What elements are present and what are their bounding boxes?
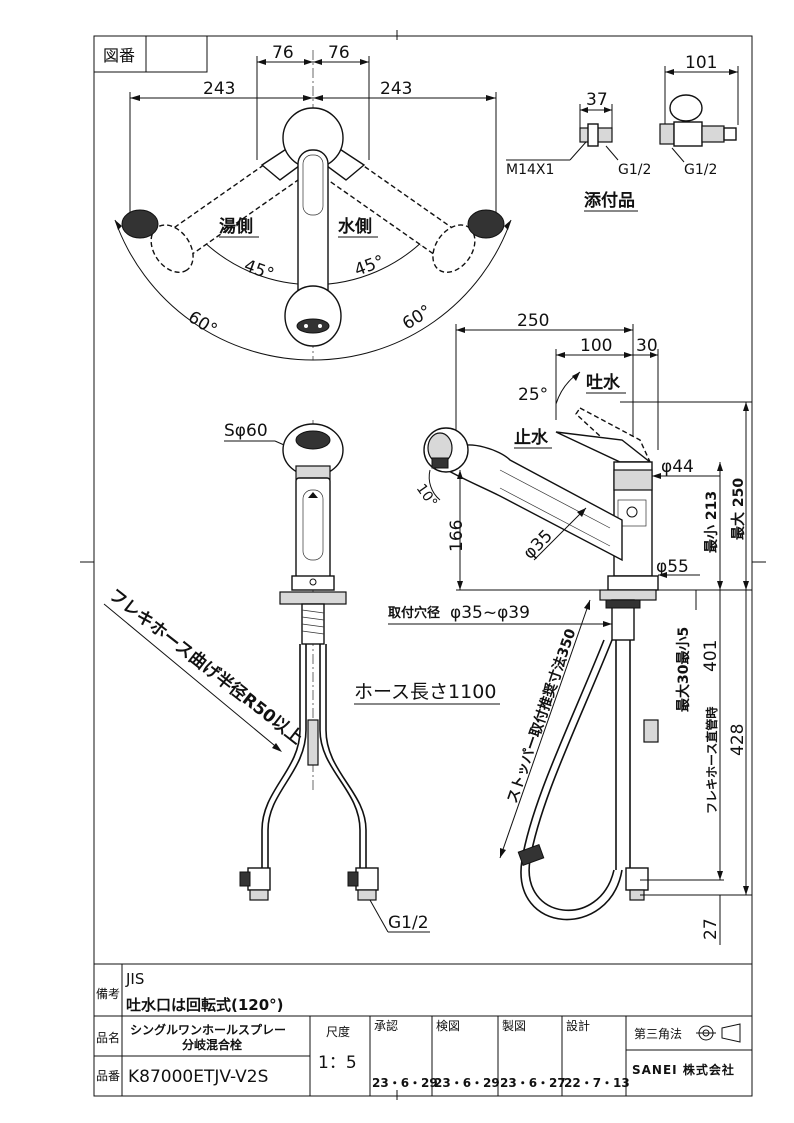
phi35: φ35 bbox=[519, 526, 556, 563]
approval-label: 承認 bbox=[374, 1018, 398, 1033]
hot-side-label: 湯側 bbox=[219, 216, 253, 237]
projection-label: 第三角法 bbox=[634, 1027, 682, 1041]
approval-date: 23・6・29 bbox=[372, 1076, 438, 1090]
dim-243-right: 243 bbox=[380, 79, 412, 99]
drawing-number-label: 図番 bbox=[103, 46, 135, 65]
product-name-line2: 分岐混合栓 bbox=[182, 1037, 242, 1052]
mount-hole-value: φ35~φ39 bbox=[450, 603, 530, 623]
mount-hole-label: 取付穴径 bbox=[388, 605, 440, 621]
stopper-label: ストッパー取付推奨寸法350 bbox=[504, 626, 580, 805]
part-number: K87000ETJV-V2S bbox=[128, 1067, 268, 1087]
angle-60-right: 60° bbox=[399, 301, 435, 334]
sheet-border bbox=[93, 35, 753, 1097]
remarks-label: 備考 bbox=[96, 986, 120, 1001]
dim-243-left: 243 bbox=[203, 79, 235, 99]
dim-76-right: 76 bbox=[328, 43, 350, 63]
max30-min5: 最大30最小5 bbox=[675, 627, 692, 712]
third-angle-projection-icon bbox=[696, 1023, 741, 1043]
dim-428: 428 bbox=[728, 724, 748, 756]
remarks-line2: 吐水口は回転式(120°) bbox=[126, 996, 284, 1014]
scale-label: 尺度 bbox=[326, 1024, 350, 1039]
angle-25: 25° bbox=[518, 385, 548, 405]
phi44: φ44 bbox=[661, 457, 694, 477]
max-250: 最大 250 bbox=[730, 478, 747, 540]
angle-45-right: 45° bbox=[352, 252, 387, 281]
name-label: 品名 bbox=[96, 1030, 120, 1045]
scale-value: 1：5 bbox=[318, 1053, 357, 1073]
drafting-label: 製図 bbox=[502, 1019, 526, 1033]
remarks-line1: JIS bbox=[125, 970, 144, 988]
angle-10: 10° bbox=[413, 481, 440, 511]
min-213: 最小 213 bbox=[703, 491, 720, 553]
title-block: 備考 JIS 吐水口は回転式(120°) 品名 シングルワンホールスプレー 分岐… bbox=[94, 963, 752, 1096]
company-name: SANEI 株式会社 bbox=[632, 1062, 735, 1077]
flex-bend-label: フレキホース曲げ半径R50以上 bbox=[105, 584, 307, 748]
accessories-title: 添付品 bbox=[584, 190, 635, 211]
sphere-label: Sφ60 bbox=[224, 421, 268, 441]
stop-label: 止水 bbox=[514, 427, 549, 448]
top-view: 243 243 76 76 45° 45° 60° 60° bbox=[114, 43, 512, 361]
hose-length-label: ホース長さ1100 bbox=[354, 681, 496, 703]
cold-side-label: 水側 bbox=[338, 216, 372, 237]
product-name-line1: シングルワンホールスプレー bbox=[130, 1022, 286, 1037]
inspection-date: 23・6・29 bbox=[434, 1076, 500, 1090]
dim-250-top: 250 bbox=[517, 311, 549, 331]
dim-401: 401 bbox=[701, 640, 721, 672]
dim-100: 100 bbox=[580, 336, 612, 356]
dim-37: 37 bbox=[586, 90, 608, 110]
dim-76-left: 76 bbox=[272, 43, 294, 63]
dim-101: 101 bbox=[685, 53, 717, 73]
dim-30: 30 bbox=[636, 336, 658, 356]
thread-g12-b: G1/2 bbox=[684, 162, 717, 178]
front-view: Sφ60 G1/2 フ bbox=[103, 420, 500, 933]
phi55: φ55 bbox=[656, 557, 689, 577]
drafting-date: 23・6・27 bbox=[500, 1076, 566, 1090]
part-label: 品番 bbox=[96, 1069, 120, 1083]
inspection-label: 検図 bbox=[436, 1019, 460, 1033]
flex-direct-label: フレキホース直管時 bbox=[704, 707, 719, 814]
discharge-label: 吐水 bbox=[586, 372, 621, 393]
drawing-number-box bbox=[93, 35, 208, 73]
dim-166: 166 bbox=[447, 520, 467, 552]
thread-g12-a: G1/2 bbox=[618, 162, 651, 178]
design-date: 22・7・13 bbox=[564, 1076, 630, 1090]
dim-27: 27 bbox=[701, 918, 721, 940]
g12-label: G1/2 bbox=[388, 913, 429, 933]
side-view: 250 100 30 25° 吐水 止水 10° bbox=[388, 311, 752, 945]
angle-45-left: 45° bbox=[241, 256, 276, 285]
thread-m14: M14X1 bbox=[506, 162, 554, 178]
angle-60-left: 60° bbox=[184, 307, 220, 340]
design-label: 設計 bbox=[566, 1018, 590, 1033]
accessories: 37 M14X1 G1/2 101 G1/2 添付品 bbox=[506, 53, 739, 212]
